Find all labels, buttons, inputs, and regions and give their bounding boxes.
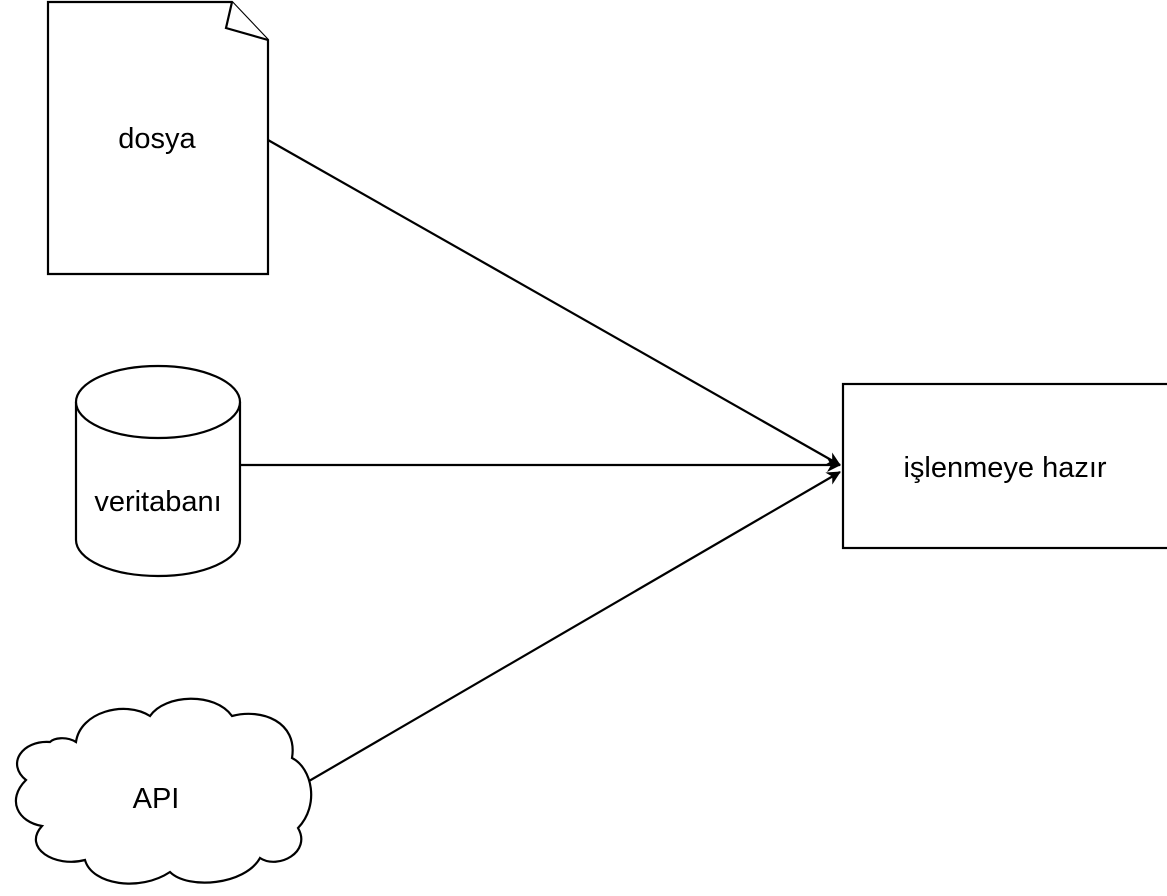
target-node-label: işlenmeye hazır: [903, 452, 1106, 484]
target-rectangle: [841, 382, 1167, 550]
database-node[interactable]: veritabanı: [74, 364, 242, 578]
target-node[interactable]: işlenmeye hazır: [841, 382, 1167, 550]
edge-api-to-target: [284, 471, 841, 796]
cylinder-body: [74, 402, 242, 578]
api-node[interactable]: API: [14, 697, 313, 885]
cloud-shape: [14, 697, 313, 885]
database-node-label: veritabanı: [94, 486, 221, 518]
document-shape: [46, 0, 270, 276]
api-node-label: API: [133, 783, 180, 815]
file-node[interactable]: dosya: [46, 0, 270, 276]
cylinder-top: [74, 364, 242, 440]
file-node-label: dosya: [118, 123, 196, 155]
folded-corner: [224, 1, 269, 42]
edge-file-to-target: [267, 139, 841, 466]
